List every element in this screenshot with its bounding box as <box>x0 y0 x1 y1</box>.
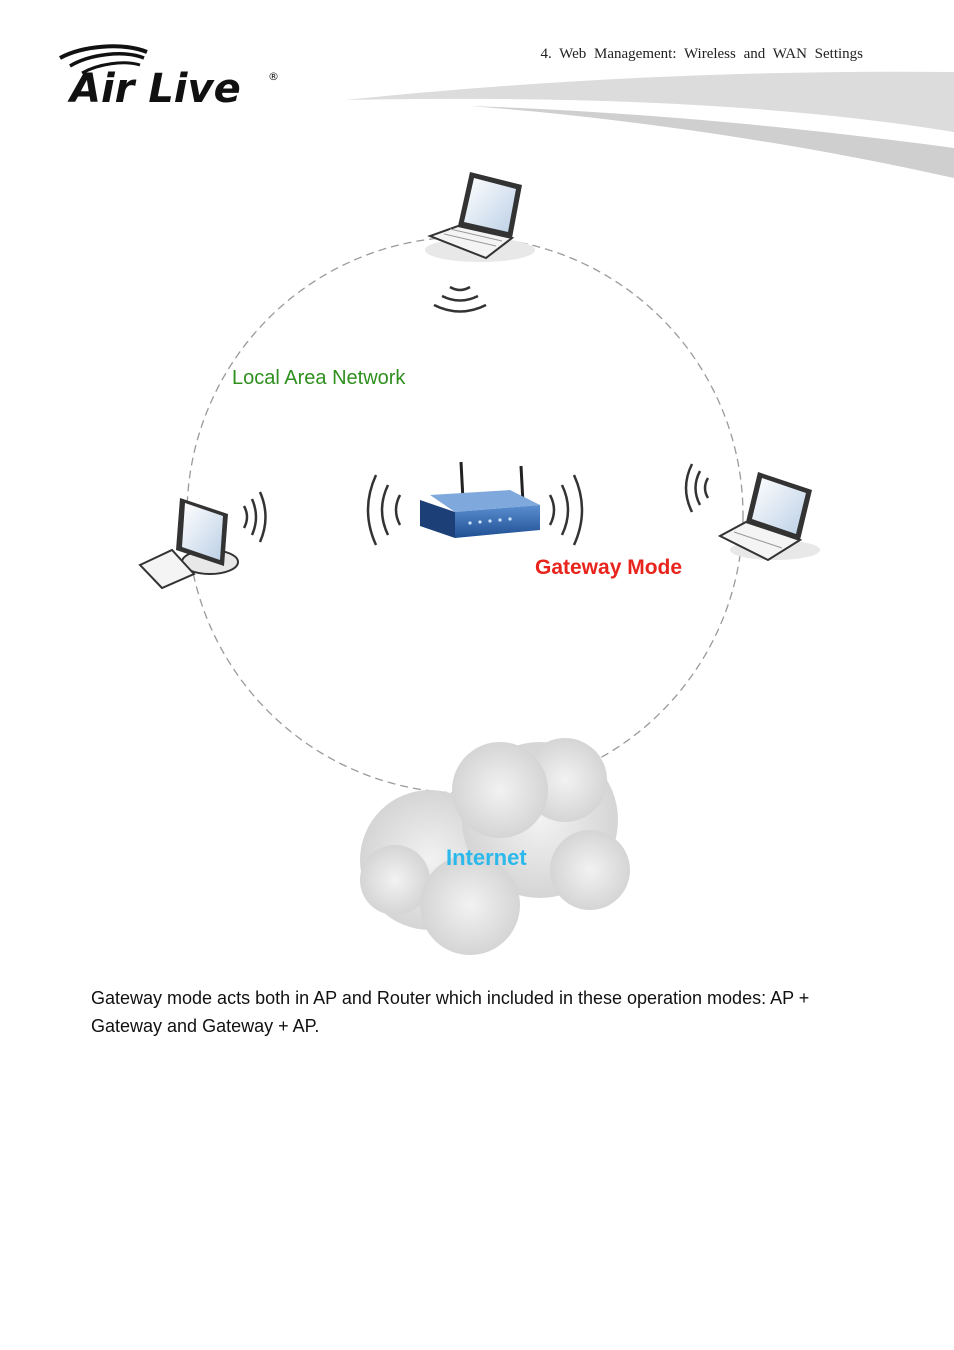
airlive-logo: Air Live ® <box>59 44 279 110</box>
wifi-signal-router-left-icon <box>366 474 402 546</box>
lan-label: Local Area Network <box>232 367 406 389</box>
router-icon <box>420 461 540 538</box>
gateway-mode-label: Gateway Mode <box>535 556 683 579</box>
desktop-pc-icon <box>138 498 239 590</box>
logo-registered: ® <box>268 70 279 83</box>
body-paragraph: Gateway mode acts both in AP and Router … <box>91 988 810 1036</box>
wifi-signal-desktop-icon <box>242 491 267 543</box>
header-swoosh <box>345 71 954 178</box>
wifi-signal-router-right-icon <box>548 474 584 546</box>
wifi-signal-top-icon <box>433 285 487 313</box>
internet-cloud-icon <box>360 738 630 955</box>
internet-label: Internet <box>446 845 527 870</box>
logo-text: Air Live <box>67 66 241 110</box>
laptop-top-icon <box>425 172 535 262</box>
network-diagram <box>138 172 820 955</box>
wifi-signal-right-icon <box>684 463 710 513</box>
chapter-title: 4. Web Management: Wireless and WAN Sett… <box>540 46 863 62</box>
laptop-right-icon <box>717 472 820 562</box>
